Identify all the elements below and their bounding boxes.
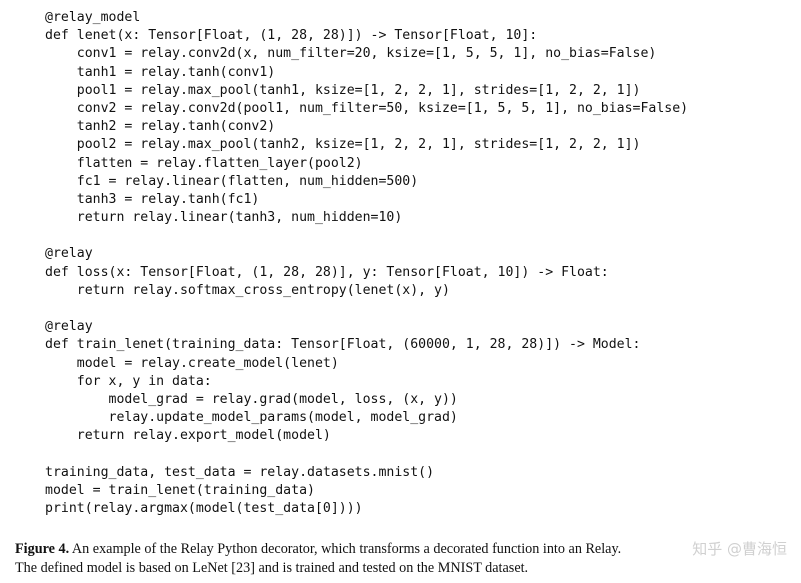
code-line xyxy=(45,446,688,464)
code-line: model = relay.create_model(lenet) xyxy=(45,355,339,371)
code-line: pool2 = relay.max_pool(tanh2, ksize=[1, … xyxy=(45,137,641,153)
caption-text-1-tail: Relay. xyxy=(585,541,622,557)
code-line: model_grad = relay.grad(model, loss, (x,… xyxy=(45,391,458,407)
code-line: tanh3 = relay.tanh(fc1) xyxy=(45,191,260,207)
caption-line-1: Figure 4. An example of the Relay Python… xyxy=(15,540,795,559)
code-line: fc1 = relay.linear(flatten, num_hidden=5… xyxy=(45,173,419,189)
code-line: return relay.softmax_cross_entropy(lenet… xyxy=(45,282,450,298)
code-line: @relay xyxy=(45,319,93,335)
code-line: training_data, test_data = relay.dataset… xyxy=(45,464,435,480)
code-line xyxy=(45,227,688,245)
watermark: 知乎 @曹海恒 xyxy=(692,540,787,558)
code-line: def train_lenet(training_data: Tensor[Fl… xyxy=(45,337,641,353)
code-line: @relay_model xyxy=(45,10,141,25)
code-line: conv2 = relay.conv2d(pool1, num_filter=5… xyxy=(45,100,689,116)
code-line: pool1 = relay.max_pool(tanh1, ksize=[1, … xyxy=(45,82,641,98)
code-line: def loss(x: Tensor[Float, (1, 28, 28)], … xyxy=(45,264,609,280)
figure-label: Figure 4. xyxy=(15,541,70,557)
code-line: return relay.export_model(model) xyxy=(45,428,331,444)
code-line xyxy=(45,300,688,318)
code-line: tanh2 = relay.tanh(conv2) xyxy=(45,119,276,135)
code-line: flatten = relay.flatten_layer(pool2) xyxy=(45,155,363,171)
caption-line-2: The defined model is based on LeNet [23]… xyxy=(15,560,529,576)
code-line: @relay xyxy=(45,246,93,262)
code-line: model = train_lenet(training_data) xyxy=(45,482,315,498)
code-line: def lenet(x: Tensor[Float, (1, 28, 28)])… xyxy=(45,28,538,44)
code-line: for x, y in data: xyxy=(45,373,212,389)
code-line: return relay.linear(tanh3, num_hidden=10… xyxy=(45,210,403,226)
caption-text-1: An example of the Relay Python decorator… xyxy=(69,541,586,557)
code-line: print(relay.argmax(model(test_data[0]))) xyxy=(45,501,363,517)
code-line: relay.update_model_params(model, model_g… xyxy=(45,410,458,426)
code-line: tanh1 = relay.tanh(conv1) xyxy=(45,64,276,80)
figure-caption: Figure 4. An example of the Relay Python… xyxy=(15,540,795,578)
code-line: conv1 = relay.conv2d(x, num_filter=20, k… xyxy=(45,46,657,62)
